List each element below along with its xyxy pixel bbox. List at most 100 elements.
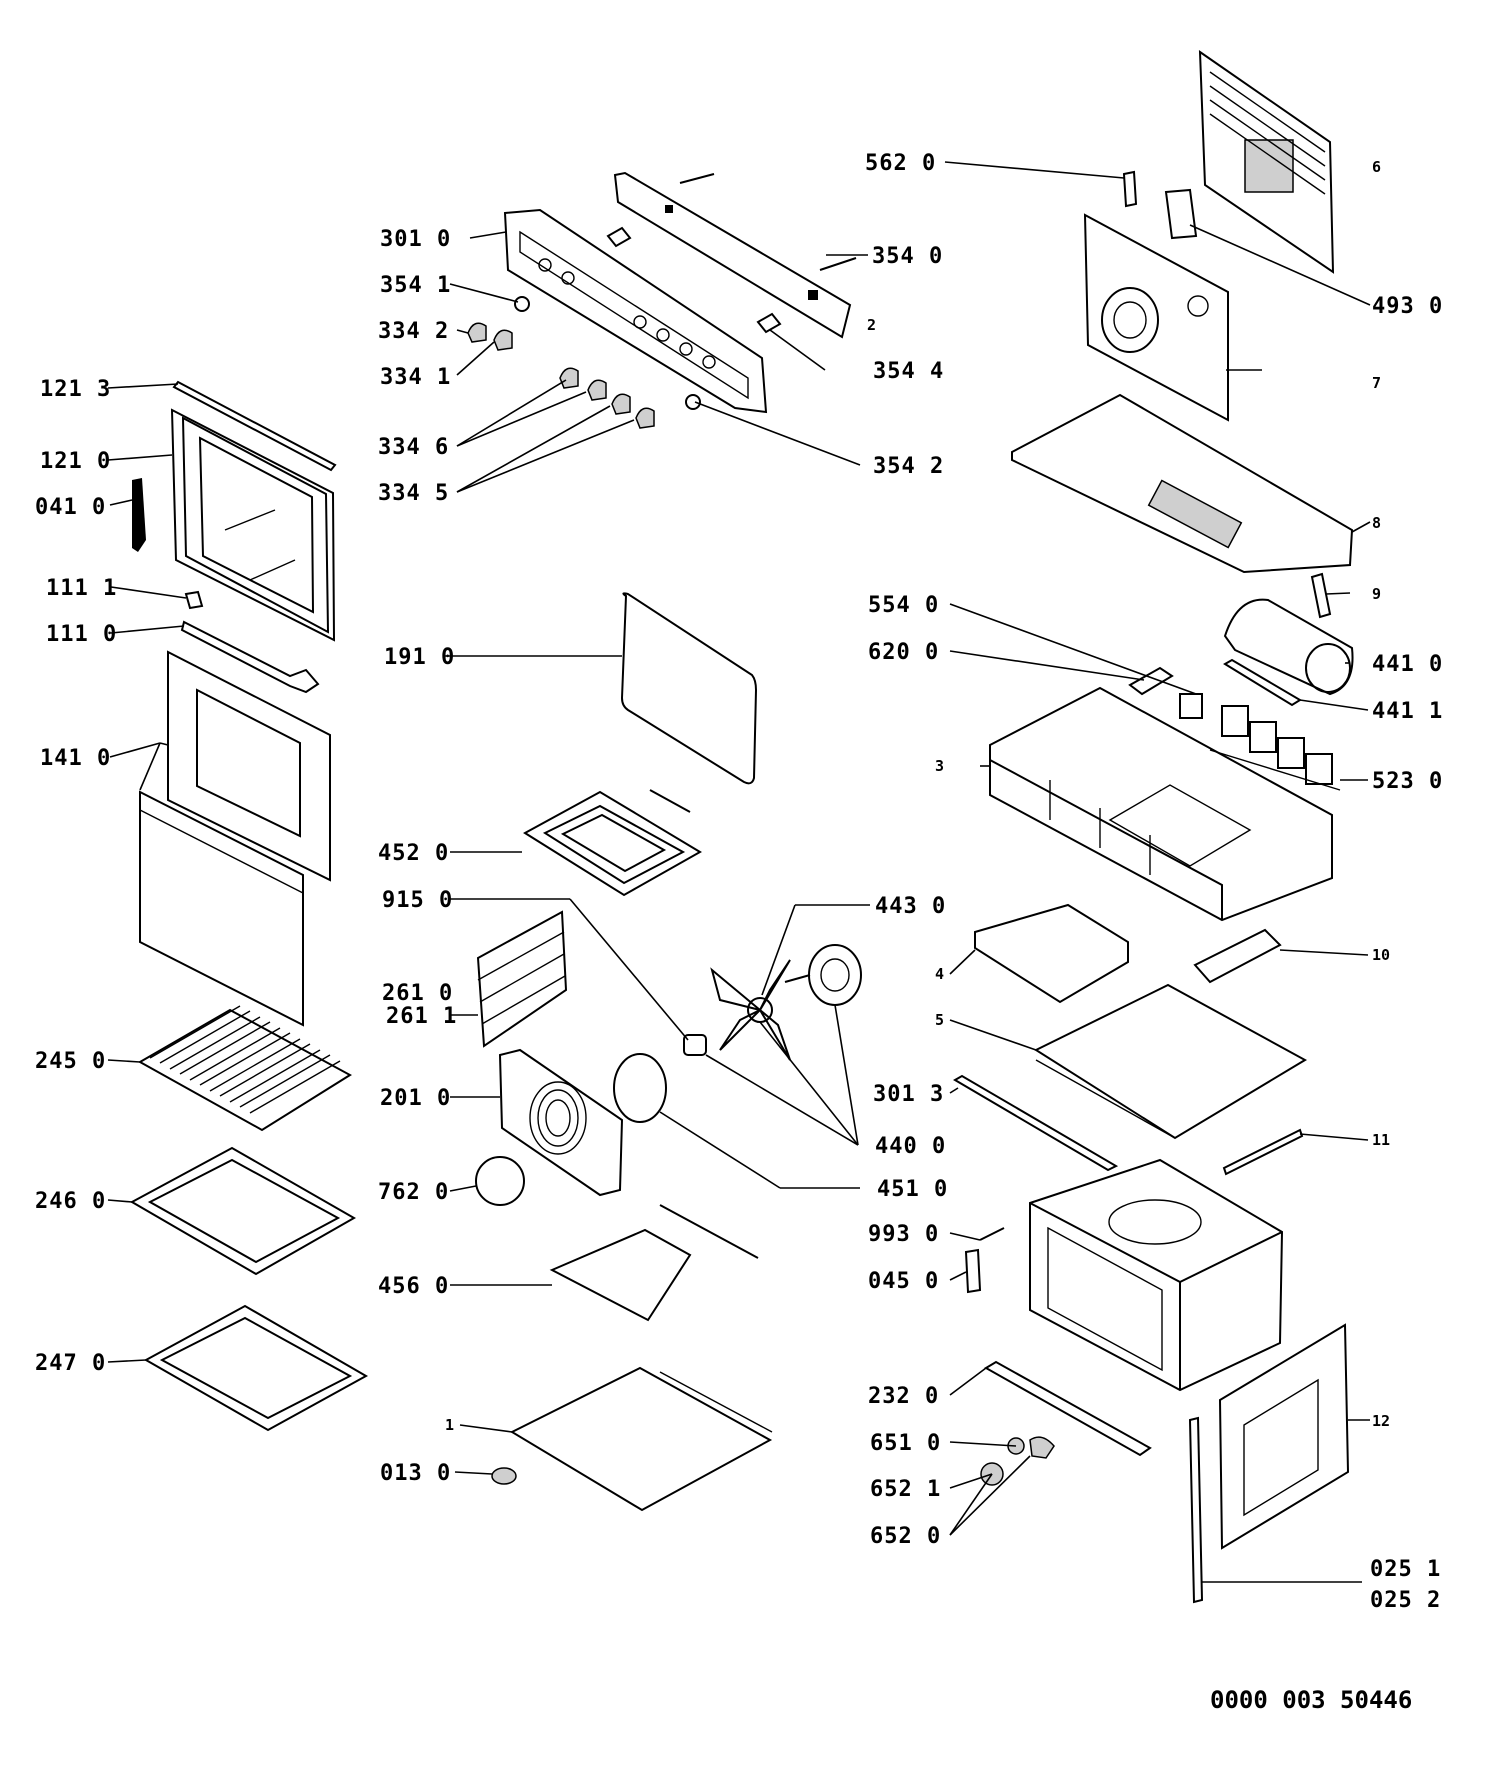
door-top-strip xyxy=(172,380,337,472)
label-451-0: 451 0 xyxy=(877,1177,948,1202)
floor-plate-5 xyxy=(1033,983,1308,1140)
label-441-1: 441 1 xyxy=(1372,699,1443,724)
door-glass-panels xyxy=(139,650,331,1027)
shelf-runners xyxy=(476,910,568,1048)
label-num-6: 6 xyxy=(1372,158,1381,176)
foot xyxy=(491,1467,517,1485)
label-762-0: 762 0 xyxy=(378,1180,449,1205)
top-panel xyxy=(1011,393,1354,574)
spacer xyxy=(683,1034,707,1056)
label-num-10: 10 xyxy=(1372,946,1390,964)
leader-lines xyxy=(107,161,1371,1583)
lower-element xyxy=(549,1204,759,1322)
switch-620 xyxy=(1128,666,1174,696)
lamp-354-2 xyxy=(685,394,701,410)
baking-tray xyxy=(129,1146,357,1276)
side-panel-4 xyxy=(974,903,1129,1004)
fan-motor xyxy=(784,944,862,1006)
label-354-2: 354 2 xyxy=(873,454,944,479)
label-554-0: 554 0 xyxy=(868,593,939,618)
label-num-2: 2 xyxy=(867,316,876,334)
label-041-0: 041 0 xyxy=(35,495,106,520)
rear-panel xyxy=(1198,50,1335,274)
label-013-0: 013 0 xyxy=(380,1461,451,1486)
cover-plate xyxy=(475,1156,525,1206)
wire-shelf xyxy=(137,1005,352,1132)
label-915-0: 915 0 xyxy=(382,888,453,913)
pin-upper xyxy=(679,173,715,184)
trim-strip-025 xyxy=(1188,1416,1204,1604)
label-num-7: 7 xyxy=(1372,374,1381,392)
label-025-2: 025 2 xyxy=(1370,1588,1441,1613)
label-111-0: 111 0 xyxy=(46,622,117,647)
label-354-4: 354 4 xyxy=(873,359,944,384)
selector-switches xyxy=(1209,705,1341,791)
door-seal xyxy=(620,592,758,785)
label-523-0: 523 0 xyxy=(1372,769,1443,794)
label-652-0: 652 0 xyxy=(870,1524,941,1549)
grill-element xyxy=(523,789,702,897)
rail-2320 xyxy=(984,1360,1152,1457)
label-620-0: 620 0 xyxy=(868,640,939,665)
label-456-0: 456 0 xyxy=(378,1274,449,1299)
drip-pan xyxy=(143,1304,369,1432)
label-246-0: 246 0 xyxy=(35,1189,106,1214)
knob-3341 xyxy=(493,329,513,351)
label-245-0: 245 0 xyxy=(35,1049,106,1074)
label-334-5: 334 5 xyxy=(378,481,449,506)
side-panel-12 xyxy=(1218,1323,1350,1550)
control-housing xyxy=(989,686,1333,922)
label-354-0: 354 0 xyxy=(872,244,943,269)
lamp-354-1 xyxy=(514,296,530,312)
label-993-0: 993 0 xyxy=(868,1222,939,1247)
label-num-1: 1 xyxy=(445,1416,454,1434)
label-num-3: 3 xyxy=(935,757,944,775)
strip-10 xyxy=(1193,928,1282,984)
hinge-plate-1111 xyxy=(184,590,204,610)
label-651-0: 651 0 xyxy=(870,1431,941,1456)
label-441-0: 441 0 xyxy=(1372,652,1443,677)
label-121-0: 121 0 xyxy=(40,449,111,474)
clip-562 xyxy=(1122,170,1138,208)
circular-element xyxy=(613,1053,667,1123)
label-301-3: 301 3 xyxy=(873,1082,944,1107)
document-id: 0000 003 50446 xyxy=(1210,1686,1412,1714)
back-wall xyxy=(1083,213,1229,422)
rail-3013 xyxy=(953,1074,1119,1172)
label-440-0: 440 0 xyxy=(875,1134,946,1159)
fan-cover xyxy=(498,1048,624,1197)
label-261-1: 261 1 xyxy=(386,1004,457,1029)
label-121-3: 121 3 xyxy=(40,377,111,402)
label-191-0: 191 0 xyxy=(384,645,455,670)
label-num-4: 4 xyxy=(935,965,944,983)
knob-3342 xyxy=(467,322,487,343)
knob-3346-b xyxy=(587,379,607,401)
terminal-strip xyxy=(1223,658,1302,707)
label-334-1: 334 1 xyxy=(380,365,451,390)
control-panel-fascia xyxy=(503,208,768,414)
label-652-1: 652 1 xyxy=(870,1477,941,1502)
screw-354-0 xyxy=(819,257,857,271)
thermostat-554 xyxy=(1179,693,1203,719)
label-num-12: 12 xyxy=(1372,1412,1390,1430)
oven-cavity xyxy=(1029,1158,1284,1392)
label-334-6: 334 6 xyxy=(378,435,449,460)
door-handle xyxy=(132,478,146,552)
label-141-0: 141 0 xyxy=(40,746,111,771)
label-num-8: 8 xyxy=(1372,514,1381,532)
label-num-5: 5 xyxy=(935,1011,944,1029)
label-493-0: 493 0 xyxy=(1372,294,1443,319)
label-045-0: 045 0 xyxy=(868,1269,939,1294)
label-247-0: 247 0 xyxy=(35,1351,106,1376)
label-232-0: 232 0 xyxy=(868,1384,939,1409)
door-frame xyxy=(170,408,336,642)
tangential-fan xyxy=(1223,598,1354,696)
bracket-9 xyxy=(1310,572,1332,619)
label-354-1: 354 1 xyxy=(380,273,451,298)
hinge-bar-1110 xyxy=(180,620,320,694)
label-261-0: 261 0 xyxy=(382,981,453,1006)
label-025-1: 025 1 xyxy=(1370,1557,1441,1582)
control-panel-bracket xyxy=(613,171,852,339)
label-301-0: 301 0 xyxy=(380,227,451,252)
